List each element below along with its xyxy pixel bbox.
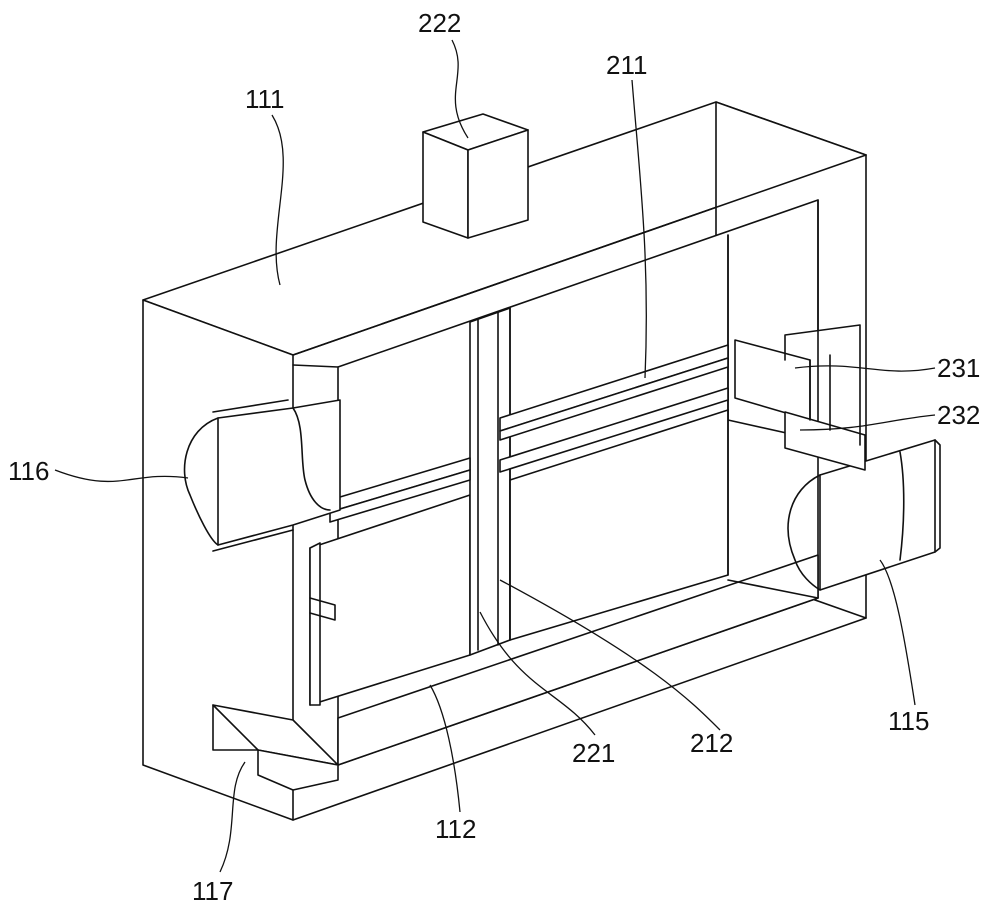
divider-221	[469, 307, 511, 656]
sensor-box	[422, 113, 529, 239]
leader-115	[879, 559, 916, 706]
label-111: 111	[245, 84, 285, 114]
pipe-116-rim	[212, 399, 294, 552]
pipe-115	[787, 439, 941, 591]
rail-lower-right	[499, 387, 729, 473]
valve-blocks	[734, 324, 866, 471]
leader-112	[429, 684, 461, 813]
divider-221-edge	[477, 311, 499, 651]
left-chamber	[309, 494, 471, 706]
rails	[329, 344, 729, 523]
pipe-116-body	[217, 399, 341, 546]
label-112: 112	[435, 814, 476, 844]
right-chamber	[509, 234, 729, 641]
block-232	[784, 411, 866, 471]
cavity-ceiling-edge	[292, 199, 819, 368]
pipe-116-front-ellipse	[183, 417, 219, 546]
pipe-115-rim	[899, 439, 941, 561]
part-labels: 222 211 111 231 232 116 115 212 221 112 …	[8, 8, 980, 906]
label-232: 232	[937, 400, 980, 430]
leader-212	[499, 579, 721, 731]
leader-lines	[54, 39, 936, 873]
pipe-116	[183, 399, 341, 552]
rail-upper-right-b	[499, 357, 729, 441]
label-116: 116	[8, 456, 49, 486]
leader-117	[219, 761, 246, 873]
label-117: 117	[192, 876, 233, 906]
label-115: 115	[888, 706, 929, 736]
tray-117	[212, 704, 339, 791]
leader-221	[479, 611, 596, 736]
leader-222	[451, 39, 469, 139]
pipe-116-inner-ellipse	[292, 407, 331, 511]
leader-232	[799, 414, 936, 431]
tray-117-front	[257, 749, 339, 791]
sensor-box-side	[467, 129, 529, 239]
leader-231	[794, 365, 936, 372]
label-211: 211	[606, 50, 647, 80]
chamber-112-side	[309, 542, 321, 706]
label-212: 212	[690, 728, 733, 758]
housing-front-outline	[292, 154, 867, 821]
block-231-frame	[784, 324, 861, 446]
divider-wall	[469, 307, 511, 656]
label-221: 221	[572, 738, 615, 768]
label-222: 222	[418, 8, 461, 38]
pipe-115-front-ellipse	[787, 474, 821, 591]
rail-left-b	[329, 469, 471, 523]
sensor-box-front	[422, 131, 469, 239]
tray-117-edge	[212, 704, 259, 751]
chamber-112-notch	[309, 597, 336, 621]
label-231: 231	[937, 353, 980, 383]
leader-116	[54, 469, 189, 483]
leader-211	[631, 79, 647, 379]
leader-111	[271, 114, 284, 286]
